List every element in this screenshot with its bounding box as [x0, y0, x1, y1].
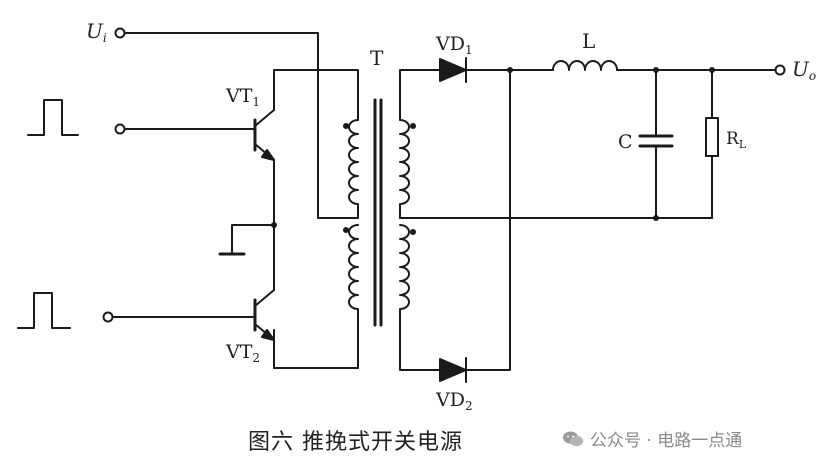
junction-dot — [271, 222, 277, 228]
vd2-diode — [439, 357, 467, 383]
secondary-top-wire — [399, 69, 441, 121]
junction-dot — [653, 215, 659, 221]
vd1-label: VD1 — [435, 33, 473, 57]
polarity-dot — [343, 123, 349, 129]
watermark: 公众号 · 电路一点通 — [562, 426, 742, 451]
load-resistor — [705, 117, 719, 157]
load-label: RL — [726, 129, 747, 151]
polarity-dot — [343, 227, 349, 233]
watermark-text: 公众号 · 电路一点通 — [590, 431, 743, 451]
capacitor-label: C — [618, 131, 633, 153]
ui-label: Ui — [86, 19, 107, 45]
vt2-base-terminal — [102, 311, 114, 323]
secondary-lower-winding — [399, 224, 441, 371]
ui-terminal — [114, 27, 126, 39]
pulse-icon-lower — [17, 292, 71, 329]
vt2-label: VT2 — [225, 341, 260, 365]
primary-upper-winding — [348, 119, 359, 219]
inductor-coil — [552, 60, 618, 71]
transformer-label: T — [370, 46, 384, 70]
vd1-diode — [439, 57, 467, 83]
inductor-label: L — [582, 29, 595, 53]
junction-dot — [709, 67, 715, 73]
vt1-label: VT1 — [225, 85, 260, 109]
vt1-transistor — [253, 109, 275, 161]
vd2-label: VD2 — [435, 389, 473, 413]
primary-lower-winding — [348, 224, 359, 369]
ground-wire — [231, 224, 275, 255]
junction-dot — [653, 67, 659, 73]
vt2-transistor — [253, 289, 275, 341]
polarity-dot — [410, 229, 416, 235]
polarity-dot — [410, 123, 416, 129]
secondary-upper-winding — [399, 119, 410, 219]
primary-top-wire — [273, 69, 359, 121]
uo-terminal — [774, 64, 786, 76]
vd2-output-wire — [465, 69, 511, 371]
vt1-base-terminal — [114, 123, 126, 135]
pulse-icon-upper — [27, 99, 79, 136]
junction-dot — [507, 67, 513, 73]
wechat-icon — [563, 431, 583, 446]
ui-wire — [123, 32, 319, 219]
figure-caption: 图六 推挽式开关电源 — [248, 430, 463, 455]
uo-label: Uo — [792, 57, 816, 83]
